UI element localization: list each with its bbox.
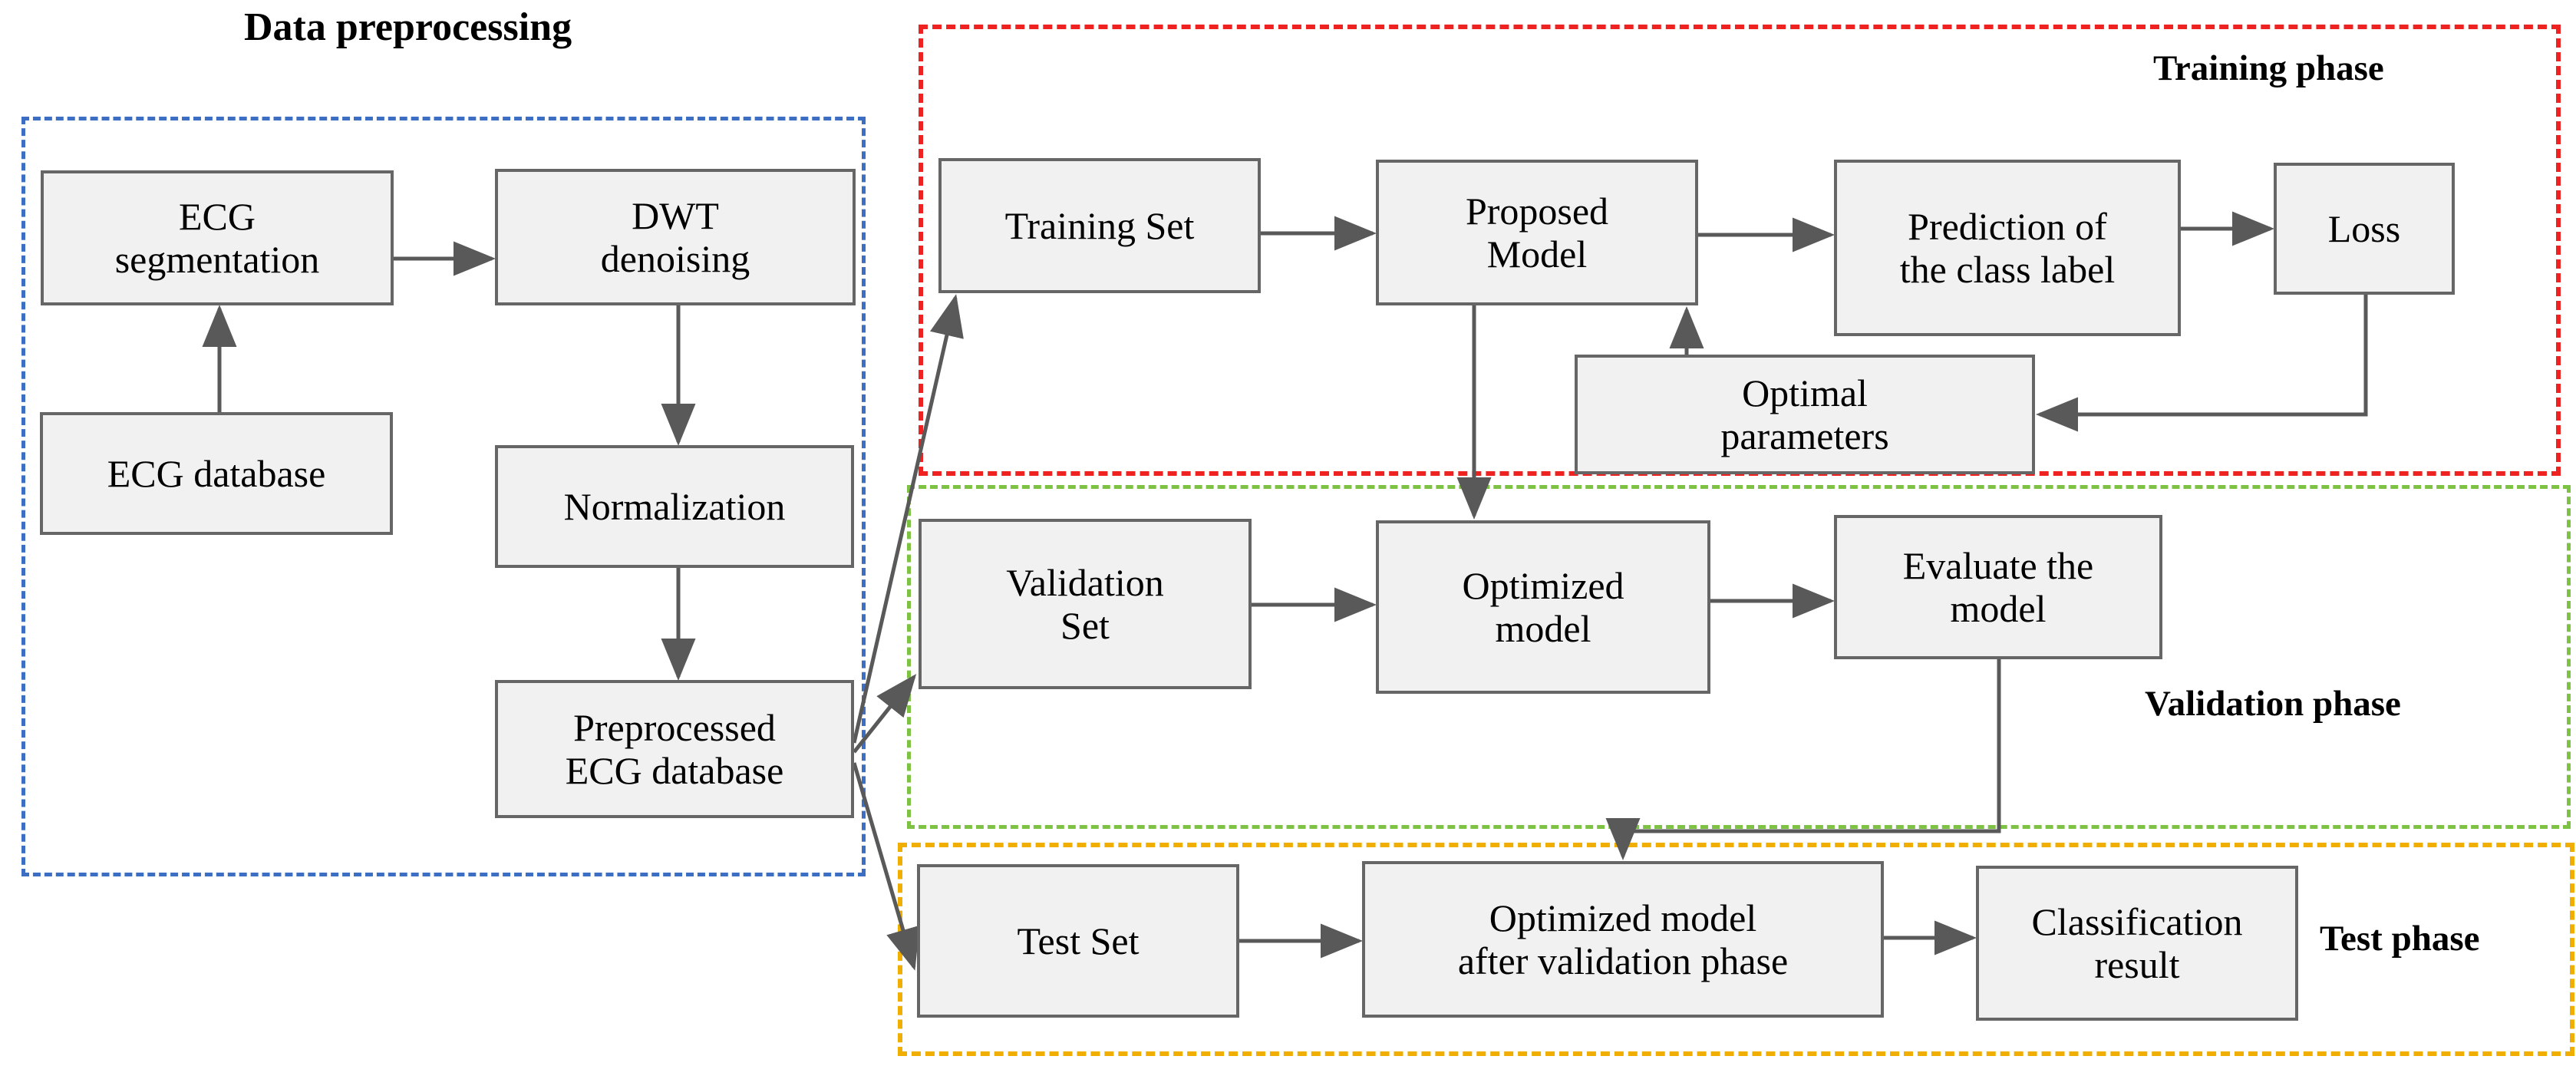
phase-container-validation — [907, 485, 2571, 829]
node-training-set[interactable]: Training Set — [938, 158, 1261, 293]
node-ecg-database[interactable]: ECG database — [40, 412, 393, 535]
node-loss[interactable]: Loss — [2274, 163, 2455, 295]
edge-loss-to-optimal-parameters — [2036, 295, 2368, 432]
node-label-ecg-database: ECG database — [107, 452, 326, 495]
edge-preprocessed-db-to-validation-set — [853, 674, 917, 754]
phase-title-preprocessing: Data preprocessing — [244, 5, 572, 49]
phase-title-test: Test phase — [2320, 919, 2480, 959]
node-label-loss: Loss — [2327, 207, 2401, 250]
node-label-training-set: Training Set — [1004, 204, 1195, 247]
phase-title-training: Training phase — [2153, 48, 2384, 88]
node-normalization[interactable]: Normalization — [495, 445, 854, 568]
edge-preprocessed-db-to-training-set — [852, 294, 964, 744]
edge-preprocessed-db-to-test-set — [852, 762, 920, 971]
node-test-set[interactable]: Test Set — [917, 864, 1239, 1018]
edge-evaluate-to-optimized-after-validation — [1605, 659, 2001, 860]
phase-title-validation: Validation phase — [2145, 684, 2401, 724]
phase-container-preprocessing — [21, 117, 866, 876]
node-label-test-set: Test Set — [1017, 919, 1140, 962]
node-label-normalization: Normalization — [563, 485, 786, 528]
